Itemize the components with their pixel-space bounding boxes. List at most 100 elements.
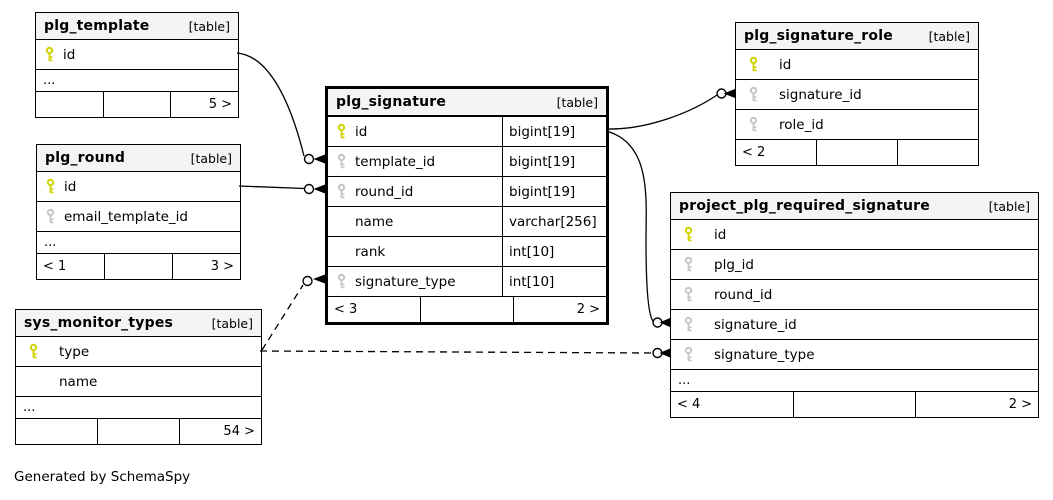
column-name: signature_id — [714, 316, 797, 333]
key-spacer — [336, 243, 347, 260]
column-row-id: id bigint[19] — [328, 117, 606, 147]
foreign-key-icon — [683, 256, 694, 273]
table-type-badge: [table] — [190, 150, 232, 166]
hidden-columns-ellipsis: ... — [671, 370, 1038, 392]
table-sys_monitor_types[interactable]: sys_monitor_types [table] type name ... … — [15, 309, 262, 445]
table-plg_signature[interactable]: plg_signature [table] id bigint[19] temp… — [325, 86, 609, 325]
footer-cell-right: 54 > — [179, 419, 261, 444]
footer-cell-mid — [97, 419, 179, 444]
table-project_plg_required_signature[interactable]: project_plg_required_signature [table] i… — [670, 192, 1039, 418]
table-plg_template[interactable]: plg_template [table] id ... 5 > — [35, 12, 239, 118]
table-header[interactable]: plg_template [table] — [36, 13, 238, 40]
column-name: name — [355, 213, 394, 230]
column-name: id — [64, 178, 77, 195]
relationship-template_id — [236, 52, 325, 165]
key-spacer — [28, 373, 39, 390]
table-type-badge: [table] — [211, 315, 253, 331]
primary-key-icon — [28, 343, 39, 360]
column-row-template_id: template_id bigint[19] — [328, 147, 606, 177]
primary-key-icon — [336, 123, 347, 140]
footer-cell-left — [16, 419, 97, 444]
relationship-arrowhead — [723, 89, 735, 98]
table-title[interactable]: sys_monitor_types — [24, 315, 174, 331]
relationship-endpoint-circle — [652, 317, 663, 328]
table-plg_signature_role[interactable]: plg_signature_role [table] id signature_… — [735, 22, 979, 166]
footer-cell-left — [36, 92, 103, 117]
footer-cell-mid — [104, 254, 172, 279]
table-title[interactable]: plg_signature_role — [744, 28, 893, 44]
column-row-name: name varchar[256] — [328, 207, 606, 237]
table-header[interactable]: plg_signature [table] — [328, 89, 606, 117]
column-name: signature_id — [779, 86, 862, 103]
column-name: round_id — [714, 286, 773, 303]
column-name: round_id — [355, 183, 414, 200]
foreign-key-icon — [336, 183, 347, 200]
foreign-key-icon — [683, 316, 694, 333]
relationship-arrowhead — [313, 274, 325, 284]
table-header[interactable]: plg_round [table] — [37, 145, 240, 172]
relationship-endpoint-circle — [716, 88, 727, 99]
relationship-arrowhead — [313, 154, 325, 164]
relationship-endpoint-circle — [302, 275, 313, 287]
relationship-endpoint-circle — [303, 183, 315, 195]
column-name: plg_id — [714, 256, 754, 273]
column-row-round_id: round_id — [671, 280, 1038, 310]
column-row-signature_id: signature_id — [736, 80, 978, 110]
column-type: int[10] — [502, 267, 606, 296]
column-name: template_id — [355, 153, 436, 170]
table-footer: < 4 2 > — [671, 392, 1038, 417]
table-title[interactable]: plg_round — [45, 150, 126, 166]
table-title[interactable]: plg_signature — [336, 94, 447, 110]
table-header[interactable]: project_plg_required_signature [table] — [671, 193, 1038, 220]
column-type: varchar[256] — [502, 207, 606, 236]
column-name: type — [59, 343, 90, 360]
footer-cell-right: 2 > — [915, 392, 1038, 417]
column-name: role_id — [779, 116, 824, 133]
column-type: bigint[19] — [502, 177, 606, 206]
column-type: bigint[19] — [502, 117, 606, 146]
column-type: bigint[19] — [502, 147, 606, 176]
primary-key-icon — [748, 56, 759, 73]
table-type-badge: [table] — [556, 94, 598, 110]
relationship-arrowhead — [313, 184, 325, 194]
generated-by-caption: Generated by SchemaSpy — [14, 469, 191, 485]
footer-cell-mid — [816, 140, 897, 165]
column-name: id — [63, 46, 76, 63]
footer-cell-right — [897, 140, 978, 165]
table-footer: 5 > — [36, 92, 238, 117]
key-spacer — [336, 213, 347, 230]
column-type: int[10] — [502, 237, 606, 266]
table-title[interactable]: plg_template — [44, 18, 150, 34]
table-header[interactable]: sys_monitor_types [table] — [16, 310, 261, 337]
table-title[interactable]: project_plg_required_signature — [679, 198, 930, 214]
primary-key-icon — [683, 226, 694, 243]
relationship-required_signature-signature_id — [605, 130, 670, 328]
column-name: email_template_id — [64, 208, 188, 225]
foreign-key-icon — [336, 273, 347, 290]
column-row-email_template_id: email_template_id — [37, 202, 240, 232]
column-row-round_id: round_id bigint[19] — [328, 177, 606, 207]
table-type-badge: [table] — [928, 28, 970, 44]
footer-cell-mid — [792, 392, 916, 417]
foreign-key-icon — [45, 208, 56, 225]
table-type-badge: [table] — [188, 18, 230, 34]
column-name: id — [355, 123, 368, 140]
foreign-key-icon — [683, 346, 694, 363]
column-name: rank — [355, 243, 386, 260]
footer-cell-right: 3 > — [172, 254, 240, 279]
hidden-columns-ellipsis: ... — [37, 232, 240, 254]
table-header[interactable]: plg_signature_role [table] — [736, 23, 978, 50]
hidden-columns-ellipsis: ... — [36, 70, 238, 92]
footer-cell-left: < 3 — [334, 302, 358, 317]
column-name: name — [59, 373, 98, 390]
table-footer: < 3 2 > — [328, 297, 606, 322]
foreign-key-icon — [748, 116, 759, 133]
table-plg_round[interactable]: plg_round [table] id email_template_id .… — [36, 144, 241, 280]
table-footer: < 2 — [736, 140, 978, 165]
footer-cell-left: < 2 — [742, 145, 766, 160]
column-row-role_id: role_id — [736, 110, 978, 140]
foreign-key-icon — [683, 286, 694, 303]
relationship-implied-signature_type — [259, 347, 670, 359]
footer-cell-right: 2 > — [513, 297, 606, 322]
